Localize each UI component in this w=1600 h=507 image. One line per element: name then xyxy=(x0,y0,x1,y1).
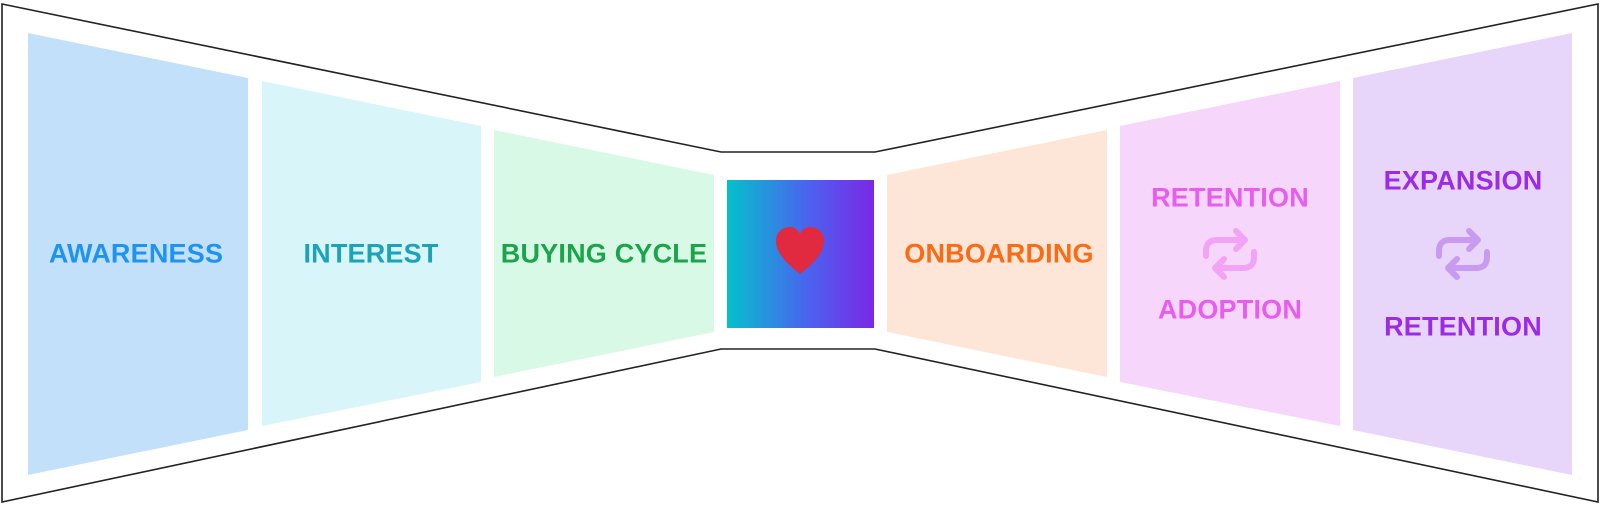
stage-label-expansion-retention: RETENTION xyxy=(1384,311,1542,342)
stage-label-buying-cycle: BUYING CYCLE xyxy=(500,238,708,269)
repeat-icon xyxy=(1203,228,1257,280)
stage-label-expansion: EXPANSION xyxy=(1383,165,1543,196)
stage-panel-awareness xyxy=(28,33,248,475)
stage-label-awareness: AWARENESS xyxy=(48,238,224,269)
repeat-icon xyxy=(1436,228,1490,280)
stage-label-adoption: ADOPTION xyxy=(1157,294,1303,325)
heart-icon xyxy=(776,227,824,274)
stage-panel-buying xyxy=(494,130,714,377)
stage-label-retention: RETENTION xyxy=(1151,182,1309,213)
stage-label-interest: INTEREST xyxy=(303,238,439,269)
stage-label-onboarding: ONBOARDING xyxy=(904,238,1094,269)
stage-panel-onboarding xyxy=(887,130,1107,377)
stage-panel-expansion xyxy=(1353,33,1572,475)
stage-panel-interest xyxy=(262,81,481,426)
stage-panel-retention xyxy=(1120,81,1340,426)
bowtie-outline xyxy=(1,3,1599,503)
